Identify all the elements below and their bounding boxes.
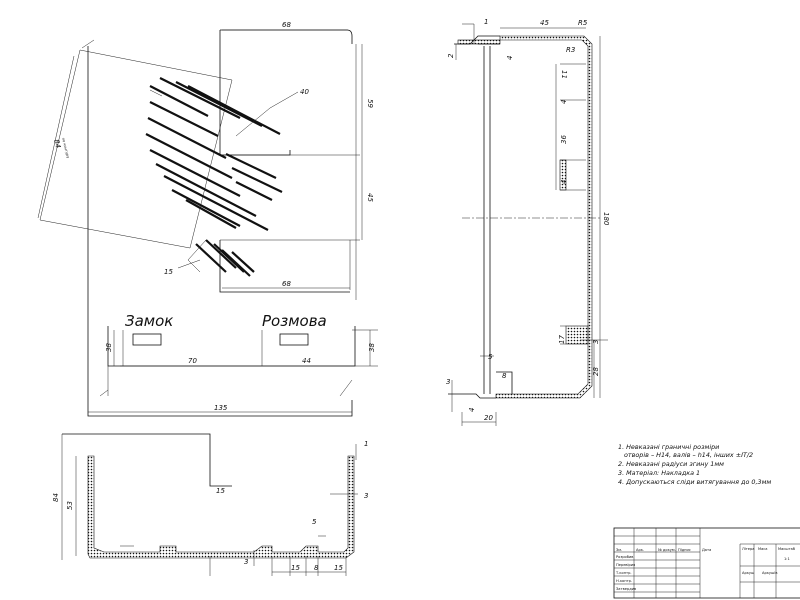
label-expansion: Розмова bbox=[262, 312, 327, 330]
tb-cell-i: Аркуш bbox=[742, 571, 754, 575]
bot-dim-15-a: 15 bbox=[291, 564, 300, 572]
dim-59: 59 bbox=[366, 99, 374, 108]
sec-dim-11: 11 bbox=[560, 70, 568, 79]
sec-dim-17: 17 bbox=[558, 335, 566, 344]
hatched-zone bbox=[145, 77, 283, 277]
sec-dim-2: 2 bbox=[447, 53, 455, 58]
tb-cell-j: Аркушів bbox=[762, 571, 777, 575]
dim-45: 45 bbox=[366, 193, 374, 202]
bot-dim-84: 84 bbox=[52, 493, 60, 502]
tb-cell-f: Літера bbox=[742, 547, 755, 551]
technical-notes: 1. Невказані граничні розміри отворів – … bbox=[618, 443, 771, 486]
bot-dim-5: 5 bbox=[312, 518, 317, 526]
sec-dim-4-bottom: 4 bbox=[468, 408, 476, 412]
tb-cell-g: Маса bbox=[758, 547, 767, 551]
note-4: 4. Допускаються сліди витягування до 0,3… bbox=[618, 478, 771, 486]
section-view: 1 45 R5 R3 2 4 11 4 36 4 180 17 3 28 5 8… bbox=[446, 18, 610, 426]
sec-dim-4-top: 4 bbox=[506, 56, 514, 60]
profile-hatch bbox=[495, 35, 593, 399]
dim-38-right: 38 bbox=[368, 343, 376, 352]
sec-dim-4-mid: 4 bbox=[560, 100, 568, 104]
sec-dim-36: 36 bbox=[560, 135, 568, 144]
bot-dim-3-right: 3 bbox=[364, 492, 368, 500]
sec-dim-r3: R3 bbox=[566, 46, 575, 54]
dim-70: 70 bbox=[188, 357, 197, 365]
sec-dim-45: 45 bbox=[540, 19, 549, 27]
flat-pattern-view: 68 68 59 45 84 по контуру 40 15 Замок Ро… bbox=[37, 21, 378, 417]
tb-row-e: Затвердив bbox=[616, 587, 636, 591]
note-2: 2. Невказані радіуси згину 1мм bbox=[618, 460, 724, 468]
tb-row-a: Розробив bbox=[616, 555, 633, 559]
dim-84-sub: по контуру bbox=[61, 137, 70, 159]
title-block: Зм. Арк. № докум. Підпис Дата Розробив П… bbox=[613, 527, 800, 599]
tb-cell-k: 1:1 bbox=[784, 557, 790, 561]
bot-dim-15-top: 15 bbox=[216, 487, 225, 495]
tb-row-d: Н.контр. bbox=[616, 579, 632, 583]
sec-dim-8: 8 bbox=[502, 372, 507, 380]
dim-38-left: 38 bbox=[105, 343, 113, 352]
bot-dim-53: 53 bbox=[66, 501, 74, 510]
sec-dim-r5: R5 bbox=[578, 19, 588, 27]
sec-dim-5: 5 bbox=[488, 353, 493, 361]
sec-dim-4-low: 4 bbox=[560, 180, 568, 184]
sec-dim-28: 28 bbox=[592, 367, 600, 376]
tb-cell-h: Масштаб bbox=[778, 547, 796, 551]
bottom-view: 84 53 15 1 3 5 3 15 8 15 bbox=[52, 433, 368, 576]
dim-15: 15 bbox=[164, 268, 173, 276]
tb-col-c: № докум. bbox=[658, 548, 676, 552]
dim-68-top: 68 bbox=[282, 21, 291, 29]
dim-68-bottom: 68 bbox=[282, 280, 291, 288]
note-1a: 1. Невказані граничні розміри bbox=[618, 443, 719, 451]
bot-dim-8: 8 bbox=[314, 564, 319, 572]
sec-dim-1-top: 1 bbox=[484, 18, 488, 26]
tb-row-b: Перевірив bbox=[616, 563, 635, 567]
sec-dim-180: 180 bbox=[602, 212, 610, 226]
dim-84-rotated: 84 bbox=[52, 139, 62, 150]
note-3: 3. Матеріал: Накладка 1 bbox=[618, 469, 700, 477]
bot-dim-3-left: 3 bbox=[244, 558, 248, 566]
tb-col-e: Дата bbox=[702, 548, 711, 552]
note-1b: отворів – H14, валів – h14, інших ±IT/2 bbox=[624, 451, 753, 459]
bot-dim-15-b: 15 bbox=[334, 564, 343, 572]
tb-row-c: Т.контр. bbox=[615, 571, 632, 575]
tb-col-d: Підпис bbox=[678, 548, 691, 552]
sec-dim-20: 20 bbox=[484, 414, 493, 422]
dim-40: 40 bbox=[300, 88, 309, 96]
sec-dim-3-bottom: 3 bbox=[446, 378, 450, 386]
sec-dim-3-side: 3 bbox=[592, 340, 600, 344]
tb-col-b: Арк. bbox=[636, 548, 644, 552]
dim-135: 135 bbox=[214, 404, 228, 412]
tb-col-a: Зм. bbox=[616, 548, 622, 552]
dim-44: 44 bbox=[302, 357, 311, 365]
bot-dim-1: 1 bbox=[364, 440, 368, 448]
label-lock: Замок bbox=[125, 312, 173, 330]
